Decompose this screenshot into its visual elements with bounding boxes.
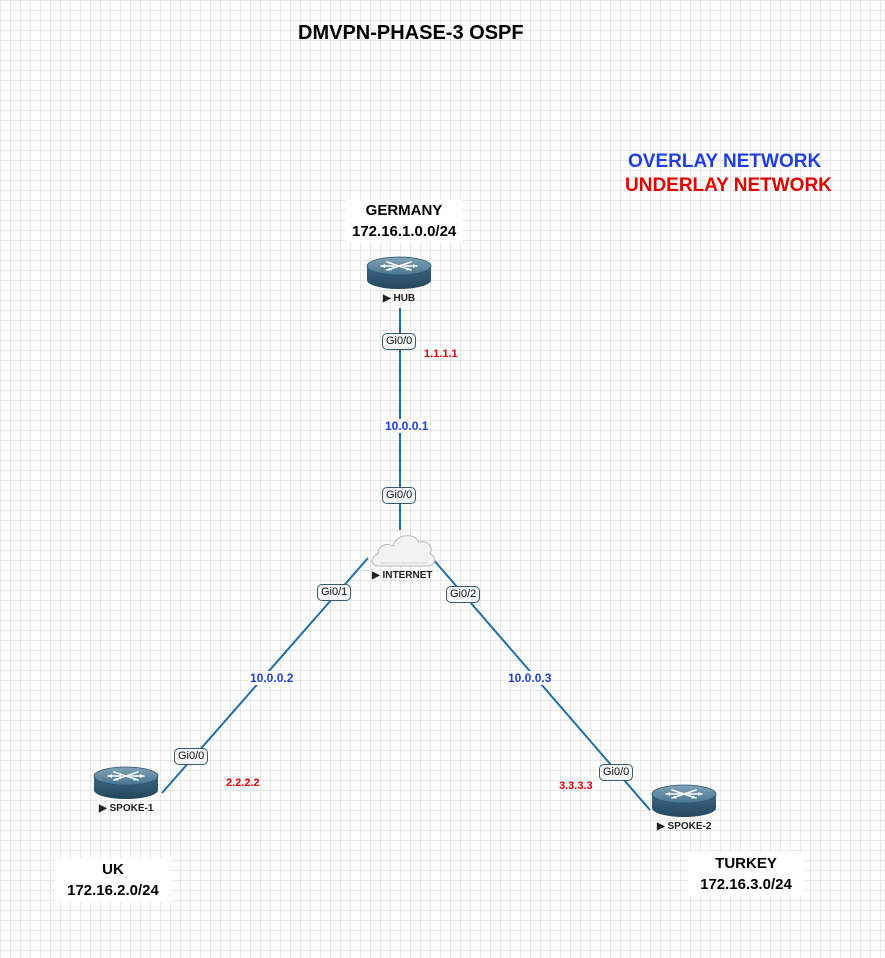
router-icon[interactable] [651, 784, 717, 818]
site-spoke2: TURKEY 172.16.3.0/24 [688, 852, 804, 896]
underlay-ip-spoke1: 2.2.2.2 [226, 777, 260, 789]
legend-overlay: OVERLAY NETWORK [628, 151, 822, 172]
legend-underlay: UNDERLAY NETWORK [625, 175, 832, 196]
underlay-ip-spoke2: 3.3.3.3 [559, 780, 593, 792]
port-internet-gi0-2[interactable]: Gi0/2 [446, 586, 481, 603]
device-label-spoke1: ▶ SPOKE-1 [99, 803, 154, 814]
play-icon: ▶ [383, 293, 391, 304]
site-hub: GERMANY 172.16.1.0.0/24 [346, 199, 462, 243]
port-internet-gi0-1[interactable]: Gi0/1 [317, 584, 352, 601]
site-spoke1: UK 172.16.2.0/24 [55, 858, 171, 902]
router-icon[interactable] [93, 766, 159, 800]
port-spoke2-gi0-0[interactable]: Gi0/0 [599, 764, 634, 781]
diagram-title: DMVPN-PHASE-3 OSPF [298, 22, 524, 44]
site-name: TURKEY [715, 855, 777, 872]
port-spoke1-gi0-0[interactable]: Gi0/0 [174, 748, 209, 765]
router-icon[interactable] [366, 256, 432, 290]
play-icon: ▶ [657, 821, 665, 832]
underlay-ip-hub: 1.1.1.1 [424, 348, 458, 360]
port-hub-gi0-0[interactable]: Gi0/0 [382, 333, 417, 350]
overlay-ip-spoke1: 10.0.0.2 [248, 671, 296, 685]
overlay-ip-spoke2: 10.0.0.3 [506, 671, 554, 685]
play-icon: ▶ [372, 570, 380, 581]
cloud-icon[interactable] [371, 535, 436, 567]
device-label-spoke2: ▶ SPOKE-2 [657, 821, 712, 832]
site-subnet: 172.16.1.0.0/24 [352, 223, 457, 240]
port-internet-gi0-0[interactable]: Gi0/0 [382, 487, 417, 504]
site-name: UK [102, 861, 124, 878]
site-name: GERMANY [365, 202, 443, 219]
overlay-ip-hub: 10.0.0.1 [383, 419, 431, 433]
device-label-internet: ▶ INTERNET [372, 570, 433, 581]
device-label-hub: ▶ HUB [383, 293, 416, 304]
site-subnet: 172.16.3.0/24 [700, 876, 792, 893]
site-subnet: 172.16.2.0/24 [67, 882, 159, 899]
play-icon: ▶ [99, 803, 107, 814]
